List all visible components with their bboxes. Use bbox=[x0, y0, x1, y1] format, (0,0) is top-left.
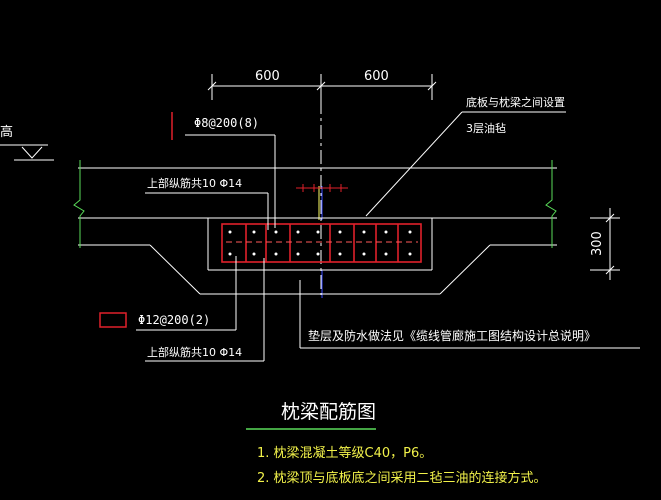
drawing-title: 枕梁配筋图 bbox=[281, 401, 376, 423]
joint-leader-diag bbox=[365, 111, 463, 217]
top-dimension bbox=[207, 74, 437, 100]
height-dimension bbox=[590, 208, 620, 280]
note-2: 2. 枕梁顶与底板底之间采用二毡三油的连接方式。 bbox=[257, 470, 547, 486]
joint-title: 底板与枕梁之间设置 bbox=[466, 95, 565, 109]
dim-left-label: 600 bbox=[255, 69, 280, 84]
distribution-label: Φ12@200(2) bbox=[138, 313, 210, 327]
rebar-cage bbox=[221, 223, 422, 263]
joint-mark bbox=[296, 184, 348, 192]
note-1: 1. 枕梁混凝土等级C40，P6。 bbox=[257, 445, 432, 461]
elevation-marker bbox=[0, 144, 54, 161]
dim-height-label: 300 bbox=[590, 231, 605, 256]
upper-bars-label-top: 上部纵筋共10 Φ14 bbox=[147, 176, 242, 190]
break-lines bbox=[73, 160, 557, 248]
joint-layers: 3层油毡 bbox=[466, 121, 506, 135]
slab-outline bbox=[78, 167, 557, 295]
upper-bars-label-bottom: 上部纵筋共10 Φ14 bbox=[147, 345, 242, 359]
waterproof-note: 垫层及防水做法见《缆线管廊施工图结构设计总说明》 bbox=[308, 328, 596, 343]
distribution-marker bbox=[99, 312, 127, 328]
elevation-label: 高 bbox=[0, 124, 13, 140]
dim-right-label: 600 bbox=[364, 69, 389, 84]
rebar-dots bbox=[228, 230, 412, 256]
stirrup-label: Φ8@200(8) bbox=[194, 116, 259, 130]
